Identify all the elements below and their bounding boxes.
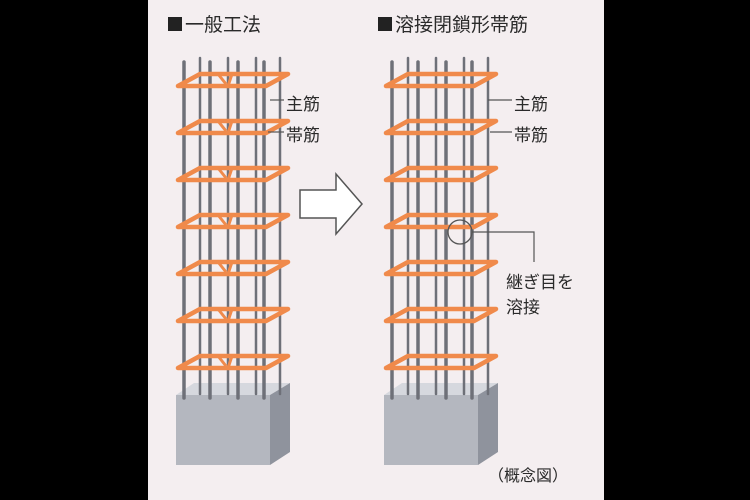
hoop-hook xyxy=(216,167,234,181)
weld-leader xyxy=(472,231,535,262)
hoop-ring xyxy=(383,353,499,371)
hoop-ring xyxy=(175,306,291,324)
main-rebar-label-left: 主筋 xyxy=(286,95,320,115)
weld-label-line2: 溶接 xyxy=(506,298,540,318)
general-method-column xyxy=(175,56,291,465)
right-title: 溶接閉鎖形帯筋 xyxy=(378,10,528,37)
hoop-ring xyxy=(175,165,291,183)
hoop-label-left: 帯筋 xyxy=(286,126,320,146)
arrow-right-icon xyxy=(299,171,363,237)
concrete-base-front xyxy=(176,395,270,465)
hoop-hook xyxy=(216,120,234,134)
hoop-ring xyxy=(175,259,291,277)
concrete-base-front xyxy=(384,395,478,465)
hoop-hook xyxy=(216,308,234,322)
hoop-hook xyxy=(216,73,234,87)
hoop-hook xyxy=(216,261,234,275)
hoop-ring xyxy=(383,71,499,89)
hoop-ring xyxy=(383,259,499,277)
concrete-base-side xyxy=(270,383,290,465)
hoop-ring xyxy=(383,212,499,230)
square-bullet-icon xyxy=(168,16,182,31)
right-title-text: 溶接閉鎖形帯筋 xyxy=(395,14,529,36)
callout-lines xyxy=(268,99,535,262)
hoop-ring xyxy=(383,118,499,136)
left-title: 一般工法 xyxy=(168,10,261,37)
concrete-base-top xyxy=(176,383,290,395)
weld-joint-circle xyxy=(447,219,473,245)
hoop-ring xyxy=(383,306,499,324)
caption: （概念図） xyxy=(488,466,569,485)
welded-hoop-column xyxy=(383,56,499,465)
hoop-ring xyxy=(175,212,291,230)
hoop-hook xyxy=(216,214,234,228)
hoop-ring xyxy=(175,118,291,136)
concrete-base-side xyxy=(478,383,498,465)
hoop-label-right: 帯筋 xyxy=(514,126,548,146)
hoop-hook xyxy=(216,355,234,369)
hoop-ring xyxy=(175,71,291,89)
main-rebar-label-right: 主筋 xyxy=(514,95,548,115)
concrete-base-top xyxy=(384,383,498,395)
left-title-text: 一般工法 xyxy=(185,14,262,36)
hoop-ring xyxy=(175,353,291,371)
weld-label-line1: 継ぎ目を xyxy=(506,273,574,293)
square-bullet-icon xyxy=(378,16,392,31)
hoop-ring xyxy=(383,165,499,183)
